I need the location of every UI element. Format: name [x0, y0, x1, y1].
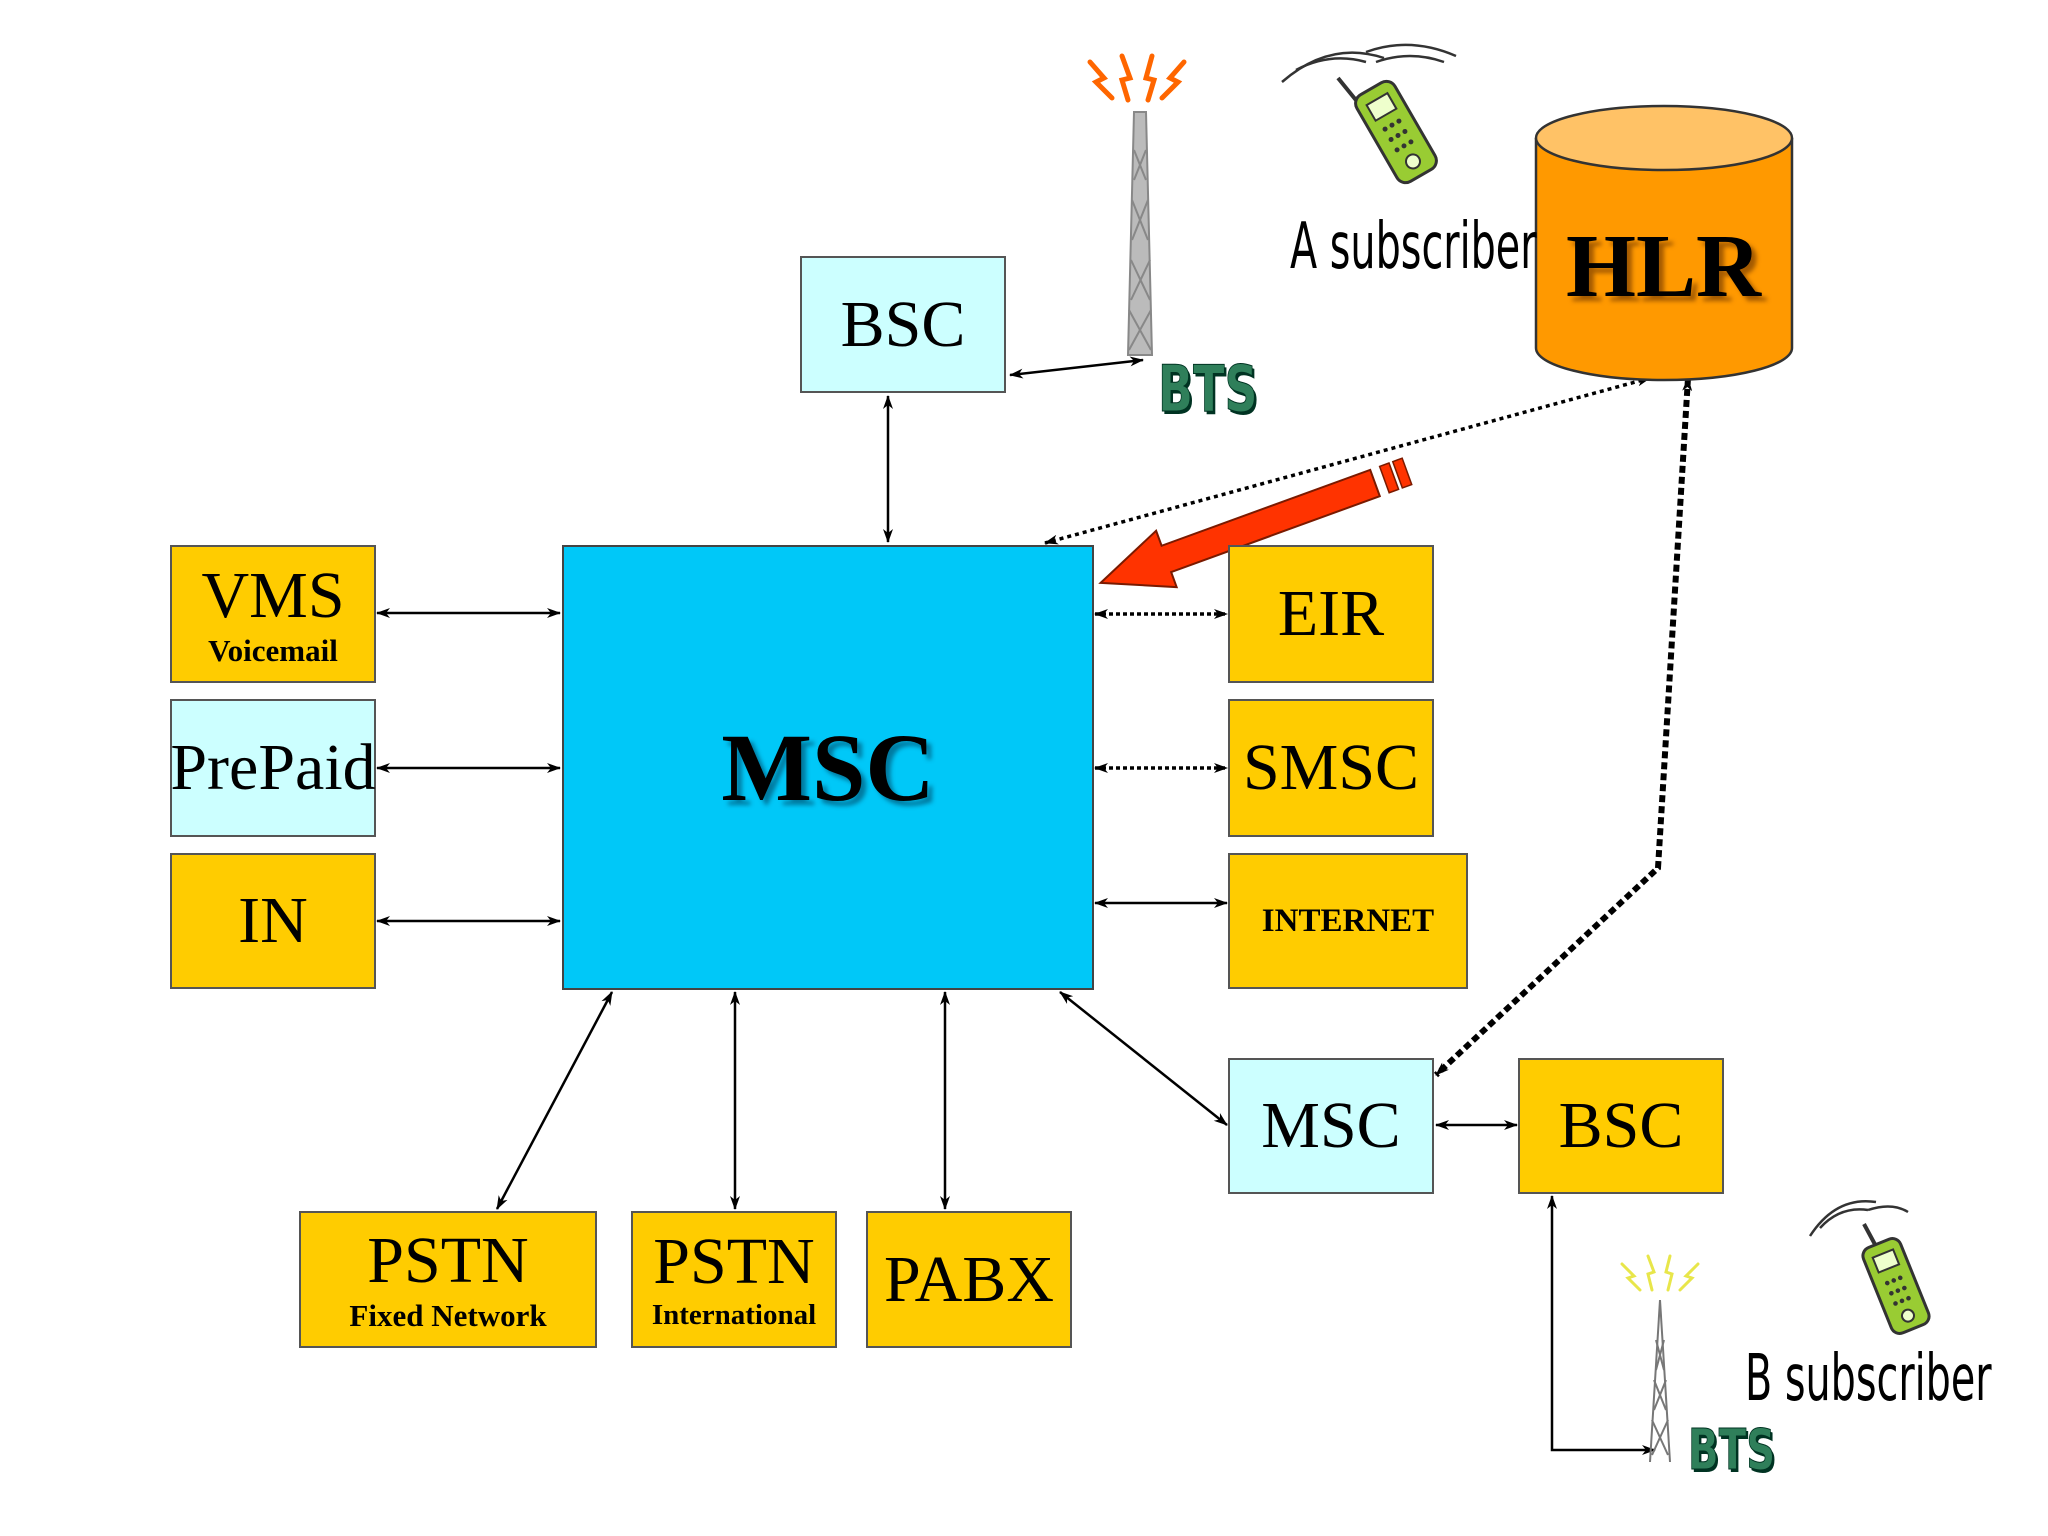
pabx-label: PABX	[884, 1242, 1054, 1316]
msc-b-label: MSC	[1261, 1089, 1401, 1162]
smsc-node: SMSC	[1228, 699, 1434, 837]
bsc-top-label: BSC	[840, 287, 966, 361]
in-node: IN	[170, 853, 376, 989]
pstn-fixed-label: PSTN	[367, 1224, 529, 1297]
pabx-node: PABX	[866, 1211, 1072, 1348]
bts-top-label: BTS	[1158, 353, 1258, 428]
pstn-intl-node: PSTN International	[631, 1211, 837, 1348]
bts-bottom-label: BTS	[1688, 1418, 1776, 1484]
prepaid-node: PrePaid	[170, 699, 376, 837]
link-msc-mscb	[1059, 991, 1228, 1126]
hlr-label: HLR	[1566, 217, 1762, 316]
bsc-b-label: BSC	[1558, 1089, 1684, 1162]
vms-label: VMS	[201, 558, 345, 632]
vms-sublabel: Voicemail	[208, 632, 338, 668]
internet-label: INTERNET	[1261, 902, 1435, 939]
prepaid-label: PrePaid	[170, 731, 376, 804]
msc-main-node: MSC	[562, 545, 1094, 990]
pstn-intl-sublabel: International	[651, 1299, 817, 1331]
link-bsc-bts	[1009, 356, 1144, 379]
eir-label: EIR	[1277, 577, 1385, 650]
link-bscb-bts	[1547, 1195, 1656, 1455]
pstn-intl-label: PSTN	[653, 1225, 815, 1298]
pstn-fixed-sublabel: Fixed Network	[349, 1298, 547, 1333]
smsc-label: SMSC	[1242, 731, 1420, 804]
b-subscriber-label: B subscriber	[1745, 1342, 1992, 1416]
link-msc-pstn-fixed	[495, 991, 614, 1210]
bsc-b-node: BSC	[1518, 1058, 1724, 1194]
link-hlr-mscb	[1433, 377, 1693, 1078]
internet-node: INTERNET	[1228, 853, 1468, 989]
bsc-top-node: BSC	[800, 256, 1006, 393]
in-label: IN	[238, 884, 308, 957]
call-arrow	[1098, 457, 1413, 589]
vms-node: VMS Voicemail	[170, 545, 376, 683]
pstn-fixed-node: PSTN Fixed Network	[299, 1211, 597, 1348]
eir-node: EIR	[1228, 545, 1434, 683]
msc-main-label: MSC	[721, 713, 935, 821]
a-subscriber-label: A subscriber	[1290, 210, 1537, 284]
msc-b-node: MSC	[1228, 1058, 1434, 1194]
